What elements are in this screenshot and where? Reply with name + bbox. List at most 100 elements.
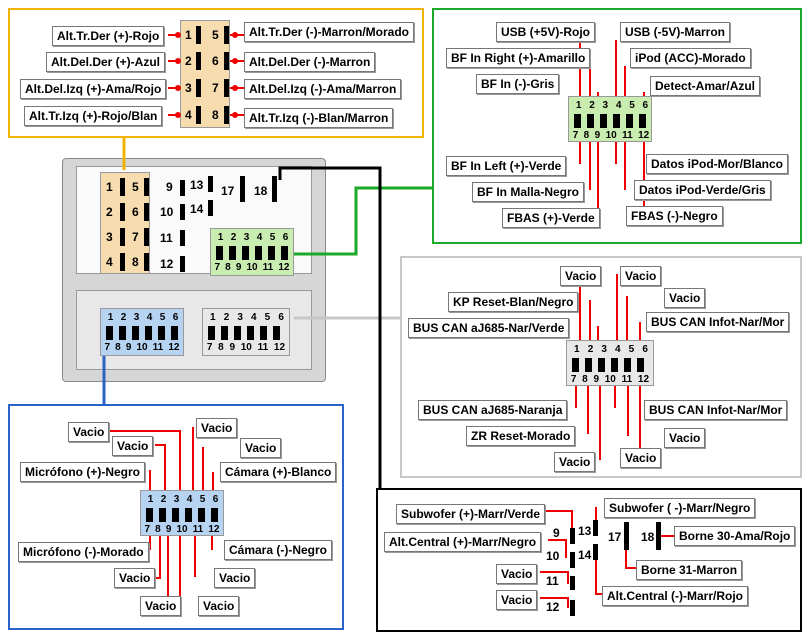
pin-number: 6 [642, 100, 649, 111]
pin-number: 6 [212, 494, 219, 505]
pin-slot [120, 253, 125, 271]
pin-number: 1 [574, 344, 580, 355]
label-usb-neg: USB (-5V)-Marron [620, 22, 731, 42]
label-vacio: Vacio [240, 438, 282, 458]
pin-slot [208, 176, 213, 192]
pin-number: 3 [602, 100, 609, 111]
label-bf-in-left: BF In Left (+)-Verde [446, 156, 567, 176]
pin-number: 12 [273, 342, 286, 353]
pin-13: 13 [190, 178, 204, 192]
pin-number: 10 [604, 374, 616, 385]
pin-number: 9 [593, 374, 600, 385]
pin-slot [224, 26, 229, 44]
label-microfono-neg: Micrófono (-)-Morado [18, 542, 149, 562]
label-alt-tr-izq-neg: Alt.Tr.Izq (-)-Blan/Marron [244, 108, 394, 128]
pin-number: 10 [605, 130, 617, 141]
pin-number: 3 [243, 232, 250, 243]
label-vacio: Vacio [554, 452, 596, 472]
center-camera-grid [106, 326, 180, 340]
pin-number: 9 [229, 342, 236, 353]
label-vacio: Vacio [496, 564, 538, 584]
pin-number: 7 [570, 374, 577, 385]
pin-dot [175, 58, 181, 64]
pin-9: 9 [166, 180, 173, 194]
label-bus-can-aj685-naranja: BUS CAN aJ685-Naranja [418, 400, 568, 420]
pin-number: 4 [615, 100, 622, 111]
pin-number: 5 [628, 344, 635, 355]
label-camara-neg: Cámara (-)-Negro [224, 540, 333, 560]
pin-dot [232, 112, 238, 118]
panel-speakers [8, 8, 424, 138]
label-alt-central-neg: Alt.Central (-)-Marr/Rojo [602, 586, 748, 606]
pin-slot [224, 79, 229, 97]
label-alt-tr-der-pos: Alt.Tr.Der (+)-Rojo [52, 26, 165, 46]
pin-number: 1 [210, 312, 216, 323]
pin-number: 7 [206, 342, 213, 353]
pin-10: 10 [546, 549, 560, 563]
label-borne-31: Borne 31-Marron [636, 560, 743, 580]
pin-number: 7 [144, 524, 151, 535]
pin-7: 7 [132, 230, 139, 244]
pin-6: 6 [132, 205, 139, 219]
pin-number: 11 [622, 130, 633, 141]
pin-number: 8 [583, 130, 590, 141]
pin-number: 1 [217, 232, 224, 243]
pin-dot [175, 112, 181, 118]
pin-slot [240, 176, 245, 202]
label-camara-pos: Cámara (+)-Blanco [220, 462, 337, 482]
pin-slot [656, 522, 661, 550]
pin-slot [593, 544, 598, 560]
label-alt-central-pos: Alt.Central (+)-Marr/Negro [384, 532, 542, 552]
pin-number: 12 [638, 130, 650, 141]
label-detect: Detect-Amar/Azul [650, 76, 761, 96]
pin-8: 8 [212, 108, 219, 122]
pin-number: 7 [572, 130, 579, 141]
pin-number: 8 [582, 374, 588, 385]
pin-14: 14 [578, 548, 592, 562]
pin-number: 4 [146, 312, 153, 323]
label-alt-del-izq-neg: Alt.Del.Izq (-)-Ama/Marron [244, 79, 402, 99]
pin-number: 5 [269, 232, 276, 243]
pin-12: 12 [546, 600, 560, 614]
pin-number: 12 [168, 342, 180, 353]
label-vacio: Vacio [560, 266, 602, 286]
pin-13: 13 [578, 524, 592, 538]
pin-11: 11 [160, 231, 173, 245]
pin-number: 6 [642, 344, 648, 355]
pin-number: 2 [160, 494, 167, 505]
label-vacio: Vacio [68, 422, 110, 442]
pin-number: 6 [278, 312, 284, 323]
label-vacio: Vacio [140, 596, 182, 616]
pin-number: 8 [218, 342, 224, 353]
label-microfono-pos: Micrófono (+)-Negro [20, 462, 145, 482]
pin-slot [180, 230, 185, 246]
pin-3: 3 [106, 230, 113, 244]
pin-number: 5 [264, 312, 271, 323]
pin-number: 7 [104, 342, 111, 353]
pin-slot [196, 26, 201, 44]
label-vacio: Vacio [214, 568, 256, 588]
pin-number: 7 [214, 262, 221, 273]
pin-2: 2 [106, 205, 113, 219]
pin-number: 4 [615, 344, 621, 355]
label-vacio: Vacio [620, 448, 662, 468]
pin-5: 5 [212, 28, 219, 42]
pin-number: 10 [136, 342, 148, 353]
pin-number: 12 [208, 524, 220, 535]
pin-number: 8 [225, 262, 231, 273]
panel-camera-mic [8, 404, 344, 630]
pin-number: 8 [115, 342, 121, 353]
label-alt-tr-izq-pos: Alt.Tr.Izq (+)-Rojo/Blan [24, 106, 163, 126]
label-vacio: Vacio [496, 590, 538, 610]
pin-4: 4 [185, 108, 192, 122]
label-kp-reset: KP Reset-Blan/Negro [448, 292, 579, 312]
pin-dot [232, 32, 238, 38]
pin-12: 12 [160, 257, 174, 271]
pin-dot [232, 58, 238, 64]
pin-slot [196, 106, 201, 124]
pin-dot [232, 85, 238, 91]
pin-18: 18 [641, 530, 655, 544]
